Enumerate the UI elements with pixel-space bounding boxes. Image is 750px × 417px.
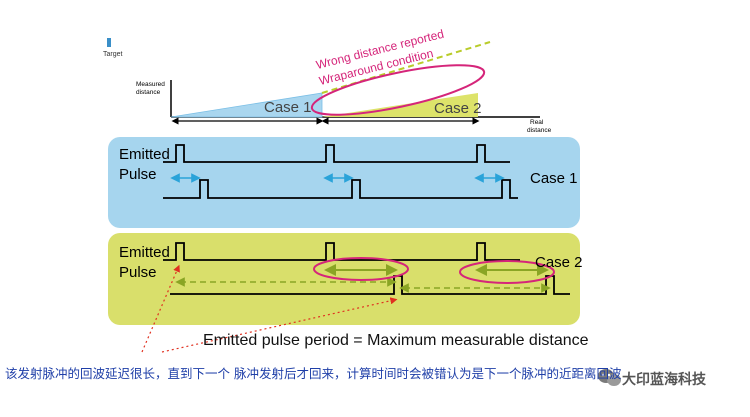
wraparound-ellipse — [310, 64, 486, 116]
panel2-label-line2: Pulse — [119, 264, 157, 281]
panel2-wraparound-ellipse-1 — [313, 257, 409, 281]
formula-text: Emitted pulse period = Maximum measurabl… — [203, 332, 589, 349]
x-axis-label-2: distance — [527, 127, 552, 134]
chinese-caption: 该发射脉冲的回波延迟很长，直到下一个 脉冲发射后才回来，计算时间时会被错认为是下… — [5, 366, 622, 381]
target-legend-swatch — [107, 38, 111, 47]
panel2-case-label: Case 2 — [535, 254, 583, 271]
wechat-icon — [598, 369, 621, 386]
panel2-wraparound-ellipse-2 — [459, 260, 555, 284]
case1-triangle — [170, 92, 323, 118]
panel1-label-line2: Pulse — [119, 166, 157, 183]
graph-case1-label: Case 1 — [264, 99, 312, 116]
graph-case2-label: Case 2 — [434, 100, 482, 117]
target-legend-label: Target — [103, 51, 123, 58]
panel1-emitted-waveform — [163, 144, 510, 163]
panel1-case-label: Case 1 — [530, 170, 578, 187]
panel2-label-line1: Emitted — [119, 244, 170, 261]
red-dotted-arrow-1 — [141, 264, 180, 353]
panel1-echo-waveform — [163, 179, 518, 199]
y-axis-label-1: Measured — [136, 81, 165, 88]
panel2-emitted-waveform — [163, 242, 520, 261]
panel1-label-line1: Emitted — [119, 146, 170, 163]
case2-triangle — [322, 93, 478, 117]
y-axis-label-2: distance — [136, 89, 161, 96]
watermark-text: 大印蓝海科技 — [622, 372, 706, 388]
x-axis-label-1: Real — [530, 119, 544, 126]
